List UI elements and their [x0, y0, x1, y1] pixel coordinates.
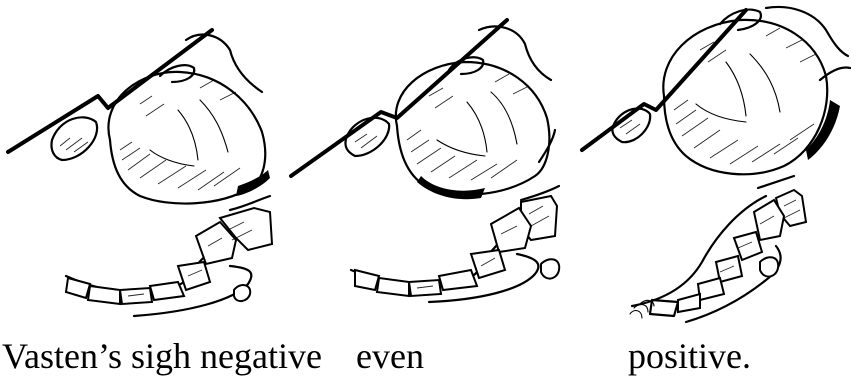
panel-negative-illustration — [0, 0, 290, 330]
caption-negative: Vasten’s sigh negative — [2, 336, 322, 376]
panel-positive-illustration — [570, 0, 851, 330]
caption-positive: positive. — [628, 336, 751, 376]
panel-even-illustration — [285, 0, 575, 330]
caption-even: even — [356, 336, 424, 376]
